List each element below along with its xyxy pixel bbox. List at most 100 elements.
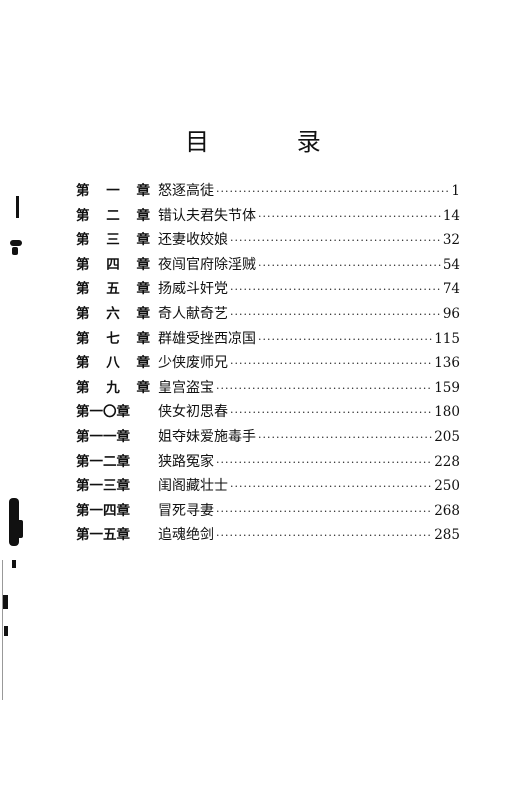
page-title: 目 录 [185,128,361,156]
chapter-number: 第三章 [76,228,158,248]
page-number: 1 [451,183,460,199]
chapter-number: 第一章 [76,179,158,199]
toc-row: 第一五章 追魂绝剑 285 [76,523,460,548]
scan-mark [12,247,18,255]
page-number: 54 [442,256,460,273]
chapter-title: 冒死寻妻 [158,502,214,519]
chapter-number: 第一三章 [76,474,158,494]
leader-dots [216,382,432,395]
chapter-number-part: 第一〇章 [76,404,130,421]
chapter-title: 还妻收姣娘 [158,232,228,249]
chapter-number-part: 第 [76,330,90,347]
chapter-number-part: 第 [76,183,90,199]
chapter-number: 第一四章 [76,499,158,519]
page-number: 32 [442,232,460,249]
toc-row: 第六章奇人献奇艺96 [76,302,460,327]
page-number: 96 [442,305,460,322]
chapter-number: 第一二章 [76,450,158,470]
chapter-number: 第一一章 [76,425,158,445]
chapter-number-part: 第 [76,232,90,249]
leader-dots [258,333,432,346]
chapter-number-part: 三 [106,232,120,249]
chapter-number-part: 一 [106,183,120,199]
page-number: 74 [442,281,460,298]
leader-dots [216,456,432,469]
page-number: 228 [434,453,460,470]
scan-mark [9,498,19,546]
chapter-title: 侠女初思春 [158,404,228,421]
scan-mark [2,560,3,700]
chapter-number-part: 第 [76,256,90,273]
table-of-contents: 第一章怒逐高徒1第二章错认夫君失节体14第三章还妻收姣娘32第四章夜闯官府除淫贼… [76,179,460,548]
leader-dots [216,529,432,542]
chapter-number-part: 六 [106,305,120,322]
chapter-number-part: 第 [76,355,90,372]
leader-dots [230,480,432,493]
chapter-title: 狭路冤家 [158,453,214,470]
chapter-number-part: 第一五章 [76,527,130,544]
page-number: 14 [442,207,460,224]
toc-row: 第二章错认夫君失节体14 [76,204,460,229]
chapter-number: 第七章 [76,327,158,347]
chapter-title: 扬威斗奸党 [158,281,228,298]
page-number: 136 [434,355,460,372]
leader-dots [230,283,441,296]
toc-row: 第一一章姐夺妹爱施毒手205 [76,425,460,450]
toc-row: 第一四章冒死寻妻268 [76,499,460,524]
chapter-number-part: 九 [106,379,120,396]
page-number: 205 [434,428,460,445]
scan-mark [12,560,16,568]
chapter-title: 闺阁藏壮士 [158,478,228,495]
chapter-number-part: 第 [76,379,90,396]
chapter-number-part: 七 [106,330,120,347]
chapter-number-part: 章 [136,281,151,298]
leader-dots [216,185,449,198]
page-number: 285 [434,527,460,544]
chapter-number: 第六章 [76,302,158,322]
page-number: 180 [434,404,460,421]
scan-mark [10,240,22,246]
leader-dots [230,234,441,247]
chapter-number-part: 章 [136,232,151,249]
page-number: 250 [434,478,460,495]
chapter-number-part: 第一三章 [76,478,130,495]
chapter-title: 少侠废师兄 [158,355,228,372]
chapter-number-part: 五 [106,281,120,298]
toc-row: 第一〇章 侠女初思春 180 [76,400,460,425]
chapter-number: 第八章 [76,351,158,371]
chapter-number-part: 四 [106,256,120,273]
chapter-number-part: 章 [136,207,151,224]
chapter-number-part: 章 [136,305,151,322]
chapter-number-part: 八 [106,355,120,372]
toc-row: 第四章夜闯官府除淫贼54 [76,253,460,278]
chapter-number: 第一〇章 [76,400,158,420]
scan-mark [17,520,23,538]
page-number: 159 [434,379,460,396]
scan-mark [4,626,8,636]
chapter-number: 第一五章 [76,523,158,543]
leader-dots [230,357,432,370]
page-number: 115 [434,330,460,347]
chapter-title: 怒逐高徒 [158,183,214,199]
leader-dots [230,406,432,419]
chapter-number: 第五章 [76,277,158,297]
leader-dots [216,505,432,518]
chapter-number-part: 第 [76,281,90,298]
leader-dots [258,210,441,223]
leader-dots [258,431,432,444]
toc-row: 第一三章 闺阁藏壮士 250 [76,474,460,499]
chapter-number-part: 章 [136,183,151,199]
chapter-number: 第四章 [76,253,158,273]
leader-dots [230,308,441,321]
chapter-number-part: 章 [136,379,151,396]
chapter-number-part: 第一一章 [76,428,130,445]
chapter-title: 皇宫盗宝 [158,379,214,396]
chapter-title: 追魂绝剑 [158,527,214,544]
chapter-title: 群雄受挫西凉国 [158,330,256,347]
